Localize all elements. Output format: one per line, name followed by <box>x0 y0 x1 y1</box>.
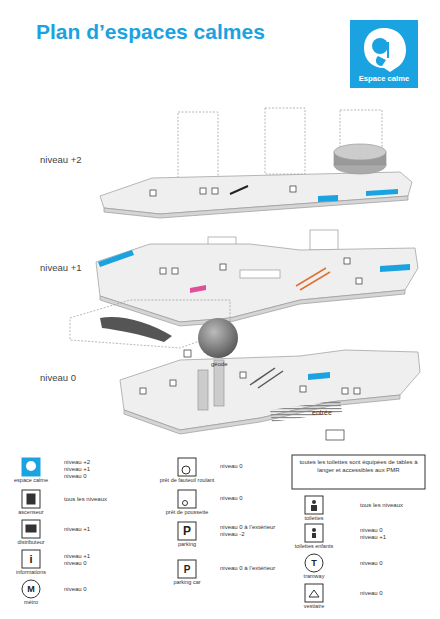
legend-caption: toilettes enfants <box>295 543 334 549</box>
legend-level: niveau 0 <box>220 463 243 469</box>
level-label: niveau +1 <box>40 262 81 273</box>
legend-caption: ascenseur <box>18 509 43 515</box>
legend-level: tous les niveaux <box>64 496 107 502</box>
legend-caption: parking car <box>173 579 200 585</box>
place-label: entrée <box>312 409 332 416</box>
toilet-note-box: toutes les toilettes sont équipées de ta… <box>293 456 424 477</box>
legend-level: niveau +1 <box>360 534 386 540</box>
legend-level: niveau 0 à l’extérieur <box>220 524 275 530</box>
icon-letter: T <box>311 558 317 568</box>
legend-level: niveau +2 <box>64 459 90 465</box>
legend-level: niveau 0 à l’extérieur <box>220 565 275 571</box>
legend-caption: métro <box>24 599 38 605</box>
level-0 <box>70 300 420 440</box>
legend-level: tous les niveaux <box>360 502 403 508</box>
node-text: Espace calme <box>350 74 418 84</box>
level-label: niveau +2 <box>40 154 81 165</box>
legend-level: niveau 0 <box>360 560 383 566</box>
place-label: géode <box>211 361 228 367</box>
legend-caption: prêt de poussette <box>166 509 209 515</box>
level-plus-1 <box>96 230 418 326</box>
legend-caption: informations <box>16 569 46 575</box>
legend-caption: distributeur <box>17 539 44 545</box>
level-plus-2 <box>100 108 412 218</box>
legend-level: niveau 0 <box>220 495 243 501</box>
legend-icons <box>22 455 425 602</box>
legend-level: niveau +1 <box>64 466 90 472</box>
legend-level: niveau +1 <box>64 526 90 532</box>
icon-letter: M <box>27 584 35 594</box>
legend-level: niveau 0 <box>360 590 383 596</box>
page-title: Plan d’espaces calmes <box>36 20 265 44</box>
legend-level: niveau -2 <box>220 531 245 537</box>
legend-level: niveau 0 <box>360 527 383 533</box>
legend-level: niveau 0 <box>64 473 87 479</box>
legend-caption: espace calme <box>14 477 48 483</box>
icon-letter: i <box>29 553 32 565</box>
level-label: niveau 0 <box>40 372 76 383</box>
legend-caption: vestiaire <box>304 603 324 609</box>
legend-level: niveau 0 <box>64 560 87 566</box>
quiet-space-badge: Espace calme <box>350 20 418 88</box>
legend-caption: toilettes <box>305 515 324 521</box>
legend-level: niveau 0 <box>64 586 87 592</box>
icon-letter: P <box>183 524 191 538</box>
legend-caption: parking <box>178 541 196 547</box>
legend-caption: tramway <box>304 573 325 579</box>
legend-level: niveau +1 <box>64 553 90 559</box>
icon-letter: P <box>184 564 191 575</box>
legend-caption: prêt de fauteuil roulant <box>160 477 215 483</box>
node-text: toutes les toilettes sont équipées de ta… <box>293 456 424 477</box>
